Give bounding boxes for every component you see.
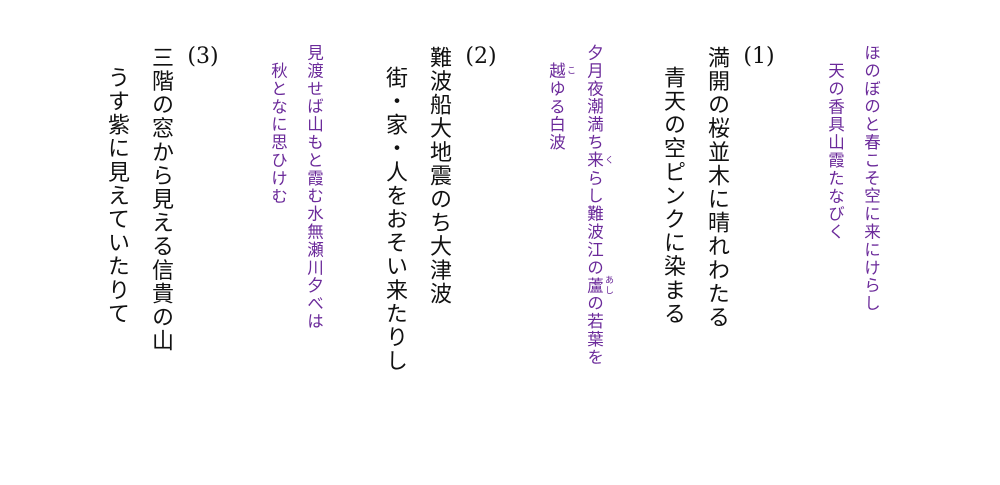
poem-3-line-2: 秋となに思ひけむ [268,62,288,206]
entry-2-line-2: 街・家・人をおそい来たりし [382,66,407,373]
poem-2-ruby-ku: 来く [584,151,614,170]
poem-2-line-1: 夕月夜潮満ち来くらし難波江の蘆あしの若葉を [584,44,614,367]
poem-2-line-1-a: 夕月夜潮満ち [584,44,604,152]
entry-1-line-2: 青天の空ピンクに染まる [660,66,685,326]
entry-2-line-1: 難波船大地震のち大津波 [426,46,451,306]
poem-2-line-1-e: の若葉を [584,294,604,367]
poem-2-ruby-ashi: 蘆あし [584,275,614,297]
poem-1-line-2: 天の香具山霞たなびく [825,62,845,241]
entry-1-line-1: 満開の桜並木に晴れわたる [704,46,729,330]
poem-2-line-2-b: ゆる白波 [546,79,566,152]
entry-3-number: (3) [187,44,219,69]
entry-2-number: (2) [465,44,497,69]
entry-3-line-2: うす紫に見えていたりて [104,66,129,326]
poem-2-ruby-ko: 越こ [546,62,576,80]
poem-1-line-1: ほのぼのと春こそ空に来にけらし [861,44,881,313]
poem-3-line-1: 見渡せば山もと霞む水無瀬川夕べは [304,44,324,331]
entry-3-line-1: 三階の窓から見える信貴の山 [148,46,173,353]
entry-1-number: (1) [743,44,775,69]
poem-2-line-2: 越こゆる白波 [546,62,576,152]
poem-2-line-1-c: らし難波江の [584,169,604,277]
